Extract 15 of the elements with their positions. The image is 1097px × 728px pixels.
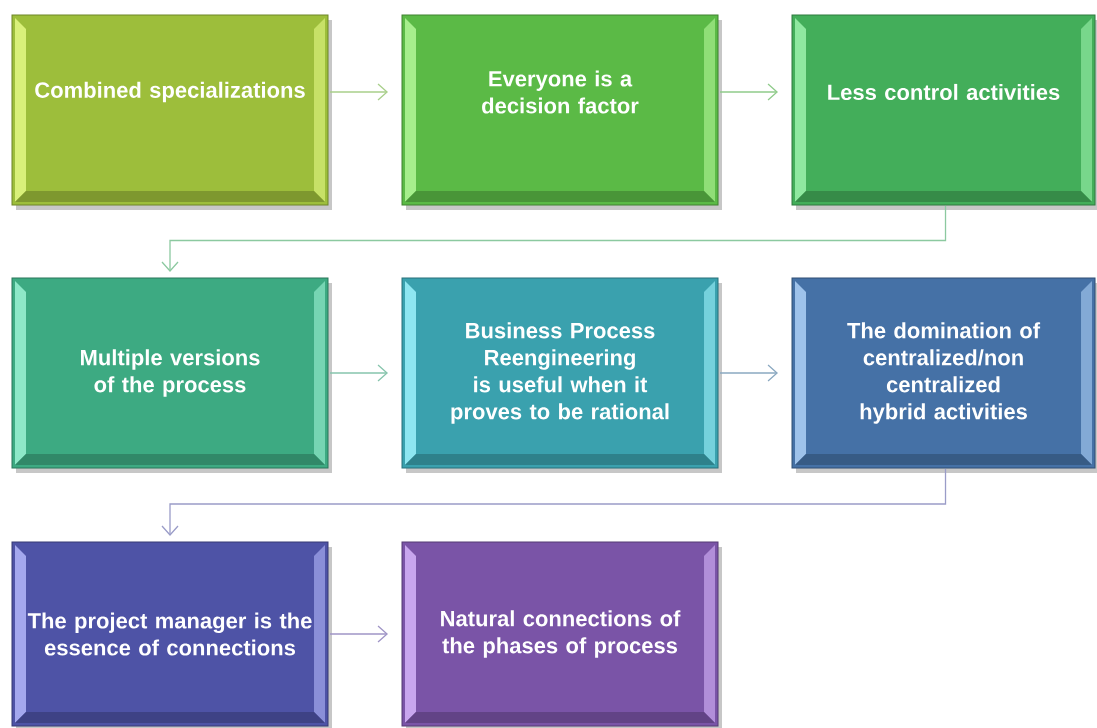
process-box: Natural connections of the phases of process <box>401 541 722 728</box>
arrow <box>329 83 388 101</box>
arrow <box>161 205 947 272</box>
process-box: Everyone is a decision factor <box>401 14 722 210</box>
arrow <box>329 625 388 643</box>
process-box: Combined specializations <box>11 14 332 210</box>
process-box: The domination of centralized/non centralized hybrid activities <box>791 277 1097 473</box>
arrow <box>161 468 947 536</box>
process-box: Business Process Reengineering is useful when it proves to be rational <box>401 277 722 473</box>
arrow <box>719 364 778 382</box>
arrow <box>719 83 778 101</box>
arrow <box>329 364 388 382</box>
process-box: The project manager is the essence of connections <box>11 541 332 728</box>
process-box: Multiple versions of the process <box>11 277 332 473</box>
process-box: Less control activities <box>791 14 1097 210</box>
